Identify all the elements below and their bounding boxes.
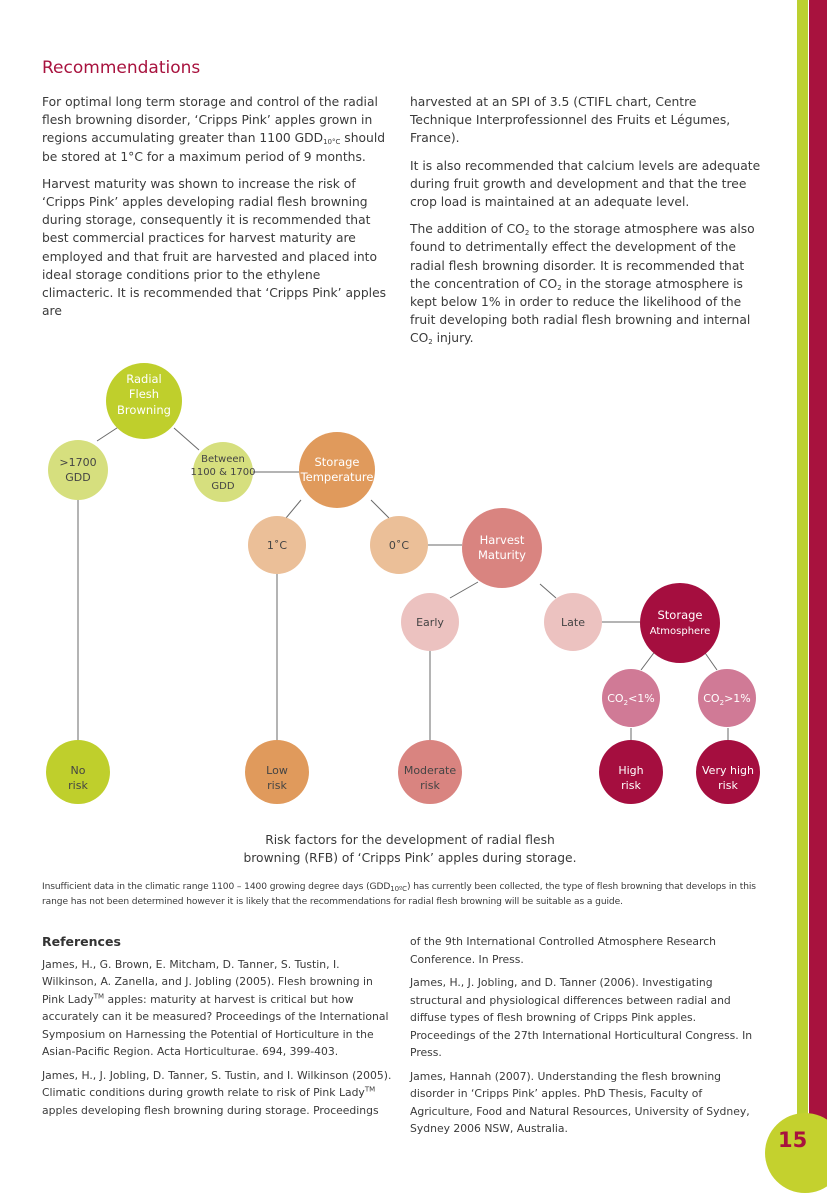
reference-entry: James, H., G. Brown, E. Mitcham, D. Tann… bbox=[42, 957, 389, 1059]
svg-text:Browning: Browning bbox=[117, 403, 171, 417]
section-title: Recommendations bbox=[42, 58, 201, 78]
diagram-caption: Risk factors for the development of radi… bbox=[243, 833, 577, 865]
svg-text:0˚C: 0˚C bbox=[389, 539, 409, 552]
svg-text:Atmosphere: Atmosphere bbox=[650, 626, 711, 637]
svg-text:Maturity: Maturity bbox=[478, 548, 526, 562]
node-1c: 1˚C bbox=[248, 516, 306, 574]
svg-text:risk: risk bbox=[621, 779, 641, 792]
paragraph: harvested at an SPI of 3.5 (CTIFL chart,… bbox=[410, 95, 731, 146]
node-radial-flesh-browning: Radial Flesh Browning bbox=[106, 363, 182, 439]
outcome-low-risk: Low risk bbox=[245, 740, 309, 804]
svg-text:Very high: Very high bbox=[702, 764, 754, 777]
reference-entry: James, H., J. Jobling, D. Tanner, S. Tus… bbox=[42, 1068, 392, 1117]
page-number-badge bbox=[765, 1113, 827, 1193]
node-harvest-maturity: Harvest Maturity bbox=[462, 508, 542, 588]
svg-text:Temperature: Temperature bbox=[300, 470, 374, 484]
svg-text:Early: Early bbox=[416, 616, 444, 629]
references-right: of the 9th International Controlled Atmo… bbox=[410, 933, 762, 1144]
svg-text:Low: Low bbox=[266, 764, 288, 777]
svg-text:High: High bbox=[618, 764, 643, 777]
svg-text:risk: risk bbox=[267, 779, 287, 792]
svg-text:Harvest: Harvest bbox=[480, 533, 525, 547]
svg-text:Storage: Storage bbox=[315, 455, 360, 469]
red-side-stripe bbox=[809, 0, 827, 1169]
outcome-very-high-risk: Very high risk bbox=[696, 740, 760, 804]
svg-text:Flesh: Flesh bbox=[129, 387, 159, 401]
reference-entry: James, H., J. Jobling, and D. Tanner (20… bbox=[410, 976, 753, 1059]
node-late: Late bbox=[544, 593, 602, 651]
svg-text:>1700: >1700 bbox=[59, 456, 96, 469]
svg-text:risk: risk bbox=[718, 779, 738, 792]
svg-text:risk: risk bbox=[420, 779, 440, 792]
text-column-left: For optimal long term storage and contro… bbox=[42, 93, 387, 329]
svg-text:No: No bbox=[71, 764, 86, 777]
svg-text:GDD: GDD bbox=[211, 481, 234, 492]
paragraph: Harvest maturity was shown to increase t… bbox=[42, 176, 387, 319]
svg-text:CO2<1%: CO2<1% bbox=[607, 692, 654, 707]
svg-text:risk: risk bbox=[68, 779, 88, 792]
svg-text:Storage: Storage bbox=[658, 608, 703, 622]
references-heading: References bbox=[42, 934, 121, 949]
svg-text:1100 & 1700: 1100 & 1700 bbox=[190, 467, 255, 478]
green-side-stripe bbox=[797, 0, 808, 1169]
references-left: References James, H., G. Brown, E. Mitch… bbox=[42, 933, 394, 1125]
reference-entry: James, Hannah (2007). Understanding the … bbox=[410, 1069, 750, 1136]
text-column-right: harvested at an SPI of 3.5 (CTIFL chart,… bbox=[410, 93, 762, 357]
footnote: Insufficient data in the climatic range … bbox=[42, 882, 756, 907]
node-storage-atmosphere: Storage Atmosphere bbox=[640, 583, 720, 663]
paragraph: The addition of CO2 to the storage atmos… bbox=[410, 222, 755, 347]
node-early: Early bbox=[401, 593, 459, 651]
paragraph: For optimal long term storage and contro… bbox=[42, 95, 386, 164]
node-co2-below-1pct: CO2<1% bbox=[602, 669, 660, 727]
node-over-1700-gdd: >1700 GDD bbox=[48, 440, 108, 500]
paragraph: It is also recommended that calcium leve… bbox=[410, 158, 761, 210]
node-storage-temperature: Storage Temperature bbox=[299, 432, 375, 508]
page-number: 15 bbox=[778, 1128, 808, 1152]
svg-text:Moderate: Moderate bbox=[404, 764, 457, 777]
outcome-no-risk: No risk bbox=[46, 740, 110, 804]
svg-text:1˚C: 1˚C bbox=[267, 539, 287, 552]
outcome-moderate-risk: Moderate risk bbox=[398, 740, 462, 804]
outcome-high-risk: High risk bbox=[599, 740, 663, 804]
reference-entry-continued: of the 9th International Controlled Atmo… bbox=[410, 935, 716, 966]
node-0c: 0˚C bbox=[370, 516, 428, 574]
svg-text:Late: Late bbox=[561, 616, 585, 629]
svg-text:GDD: GDD bbox=[65, 471, 90, 484]
node-between-1100-1700-gdd: Between 1100 & 1700 GDD bbox=[190, 442, 256, 502]
node-co2-above-1pct: CO2>1% bbox=[698, 669, 756, 727]
risk-factor-diagram: Radial Flesh Browning >1700 GDD Between … bbox=[46, 363, 760, 804]
svg-text:Between: Between bbox=[201, 454, 245, 465]
svg-text:CO2>1%: CO2>1% bbox=[703, 692, 750, 707]
svg-text:Radial: Radial bbox=[126, 372, 162, 386]
